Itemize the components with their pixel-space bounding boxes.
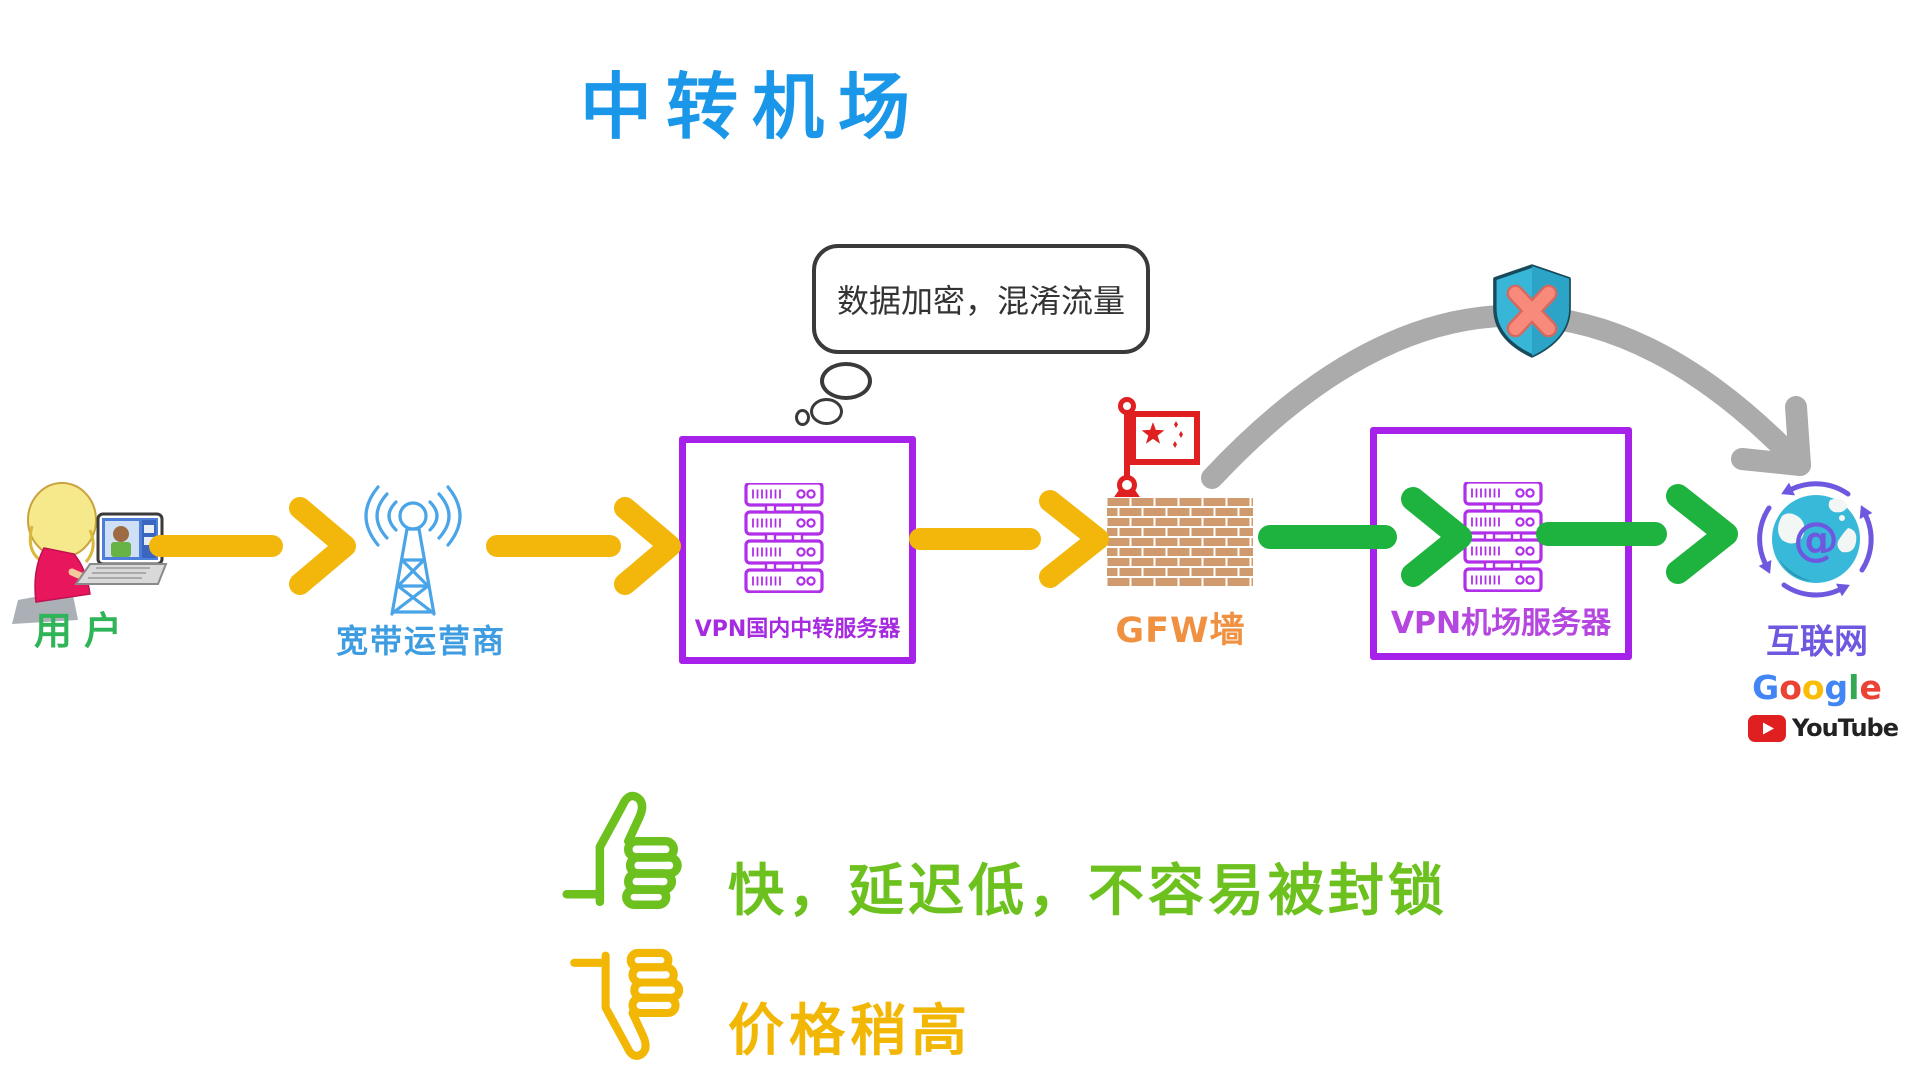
server-rack-icon [744, 483, 824, 593]
youtube-logo: YouTube [1748, 714, 1899, 742]
thought-bubble: 数据加密，混淆流量 [812, 244, 1150, 354]
green-flow-arrows [1258, 484, 1738, 587]
google-logo: Google [1752, 668, 1882, 707]
user-label: 用户 [33, 609, 134, 653]
youtube-play-icon [1748, 714, 1786, 742]
server-rack-icon [1463, 482, 1543, 592]
thought-bubble-circle-large [820, 362, 872, 400]
yellow-flow-arrows [149, 490, 1109, 595]
thought-bubble-dot [795, 409, 810, 426]
china-flag-icon [1112, 397, 1200, 500]
thumbs-down-icon [570, 948, 684, 1060]
page-title: 中转机场 [579, 65, 924, 149]
thought-bubble-text: 数据加密，混淆流量 [836, 282, 1125, 320]
relay-server-label: VPN国内中转服务器 [694, 617, 901, 642]
gfw-brick-wall [1107, 497, 1253, 587]
cons-text: 价格稍高 [728, 999, 972, 1064]
thought-bubble-circle-small [810, 398, 843, 425]
internet-globe-icon: @ [1757, 481, 1874, 598]
internet-label: 互联网 [1766, 622, 1868, 662]
relay-server-box: VPN国内中转服务器 [679, 436, 916, 664]
broadband-antenna-icon [364, 485, 462, 616]
airport-server-label: VPN机场服务器 [1390, 606, 1612, 641]
isp-label: 宽带运营商 [335, 622, 506, 660]
blocked-shield-icon [1493, 264, 1571, 358]
thumbs-up-icon [562, 791, 682, 909]
youtube-wordmark: YouTube [1791, 714, 1899, 742]
airport-server-box: VPN机场服务器 [1370, 427, 1632, 660]
svg-text:@: @ [1793, 512, 1839, 566]
user-at-laptop-illustration [12, 482, 168, 624]
gfw-label: GFW墙 [1115, 611, 1246, 651]
pros-text: 快，延迟低，不容易被封锁 [728, 859, 1448, 924]
